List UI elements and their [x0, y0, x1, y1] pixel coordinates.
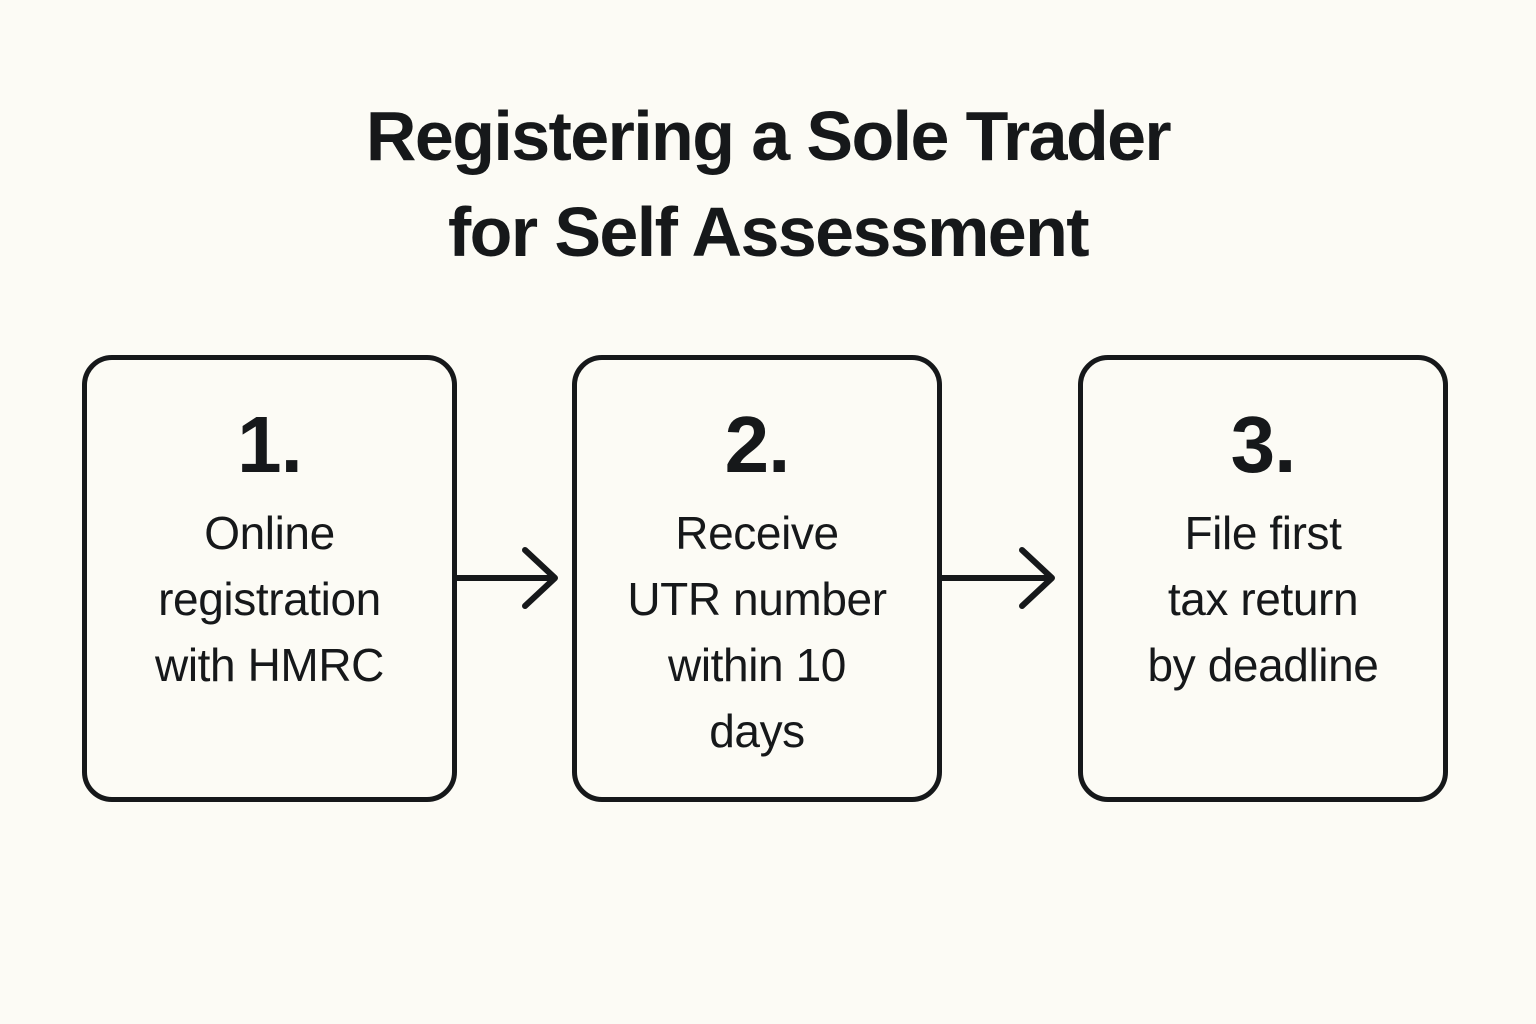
process-step-3-text: File first tax return by deadline [1097, 500, 1429, 698]
process-step-1: 1. Online registration with HMRC [82, 355, 457, 802]
process-step-2: 2. Receive UTR number within 10 days [572, 355, 942, 802]
page-title: Registering a Sole Trader for Self Asses… [0, 88, 1536, 280]
process-step-1-text-line-2: registration [158, 573, 381, 625]
process-step-1-text-line-1: Online [204, 507, 335, 559]
process-step-2-text-line-1: Receive [675, 507, 839, 559]
process-step-1-text: Online registration with HMRC [101, 500, 438, 698]
page-title-line-1: Registering a Sole Trader [365, 97, 1172, 175]
process-step-3-content: 3. File first tax return by deadline [1083, 402, 1443, 698]
process-step-3-text-line-1: File first [1184, 507, 1342, 559]
process-step-2-text-line-4: days [709, 705, 805, 757]
process-step-3: 3. File first tax return by deadline [1078, 355, 1448, 802]
page-title-line-2: for Self Assessment [447, 193, 1090, 271]
arrow-right-icon-step-2-to-3 [939, 540, 1060, 616]
process-step-2-content: 2. Receive UTR number within 10 days [577, 402, 937, 764]
process-step-3-text-line-3: by deadline [1147, 639, 1379, 691]
process-step-2-number: 2. [724, 400, 791, 489]
process-step-2-text: Receive UTR number within 10 days [591, 500, 923, 764]
process-step-2-text-line-3: within 10 [668, 639, 846, 691]
process-step-1-text-line-3: with HMRC [155, 639, 384, 691]
process-step-3-number: 3. [1230, 400, 1297, 489]
process-step-3-text-line-2: tax return [1167, 573, 1359, 625]
arrow-right-icon-step-1-to-2 [454, 540, 563, 616]
process-step-1-number: 1. [237, 400, 303, 489]
process-step-1-content: 1. Online registration with HMRC [87, 402, 452, 698]
process-step-2-text-line-2: UTR number [627, 573, 887, 625]
